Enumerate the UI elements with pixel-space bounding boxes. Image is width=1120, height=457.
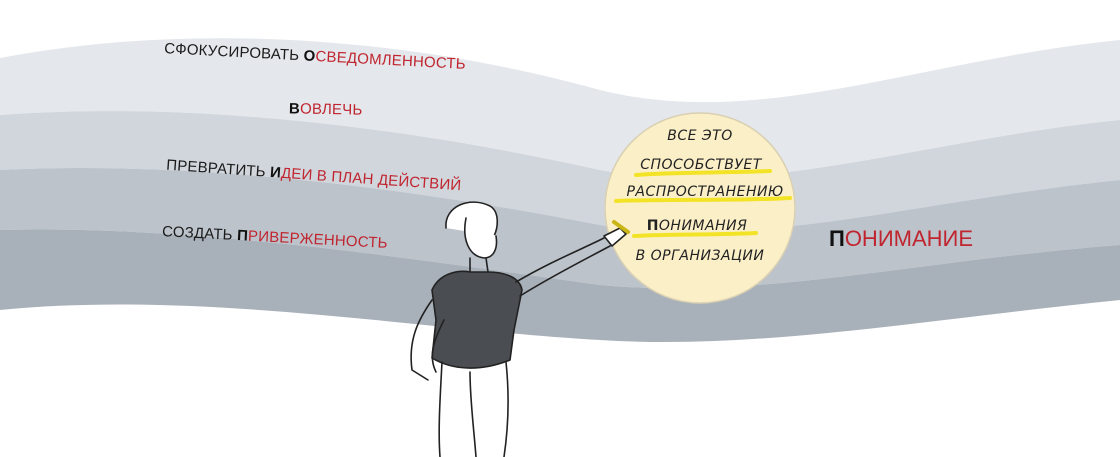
- band-engage: [0, 111, 1120, 232]
- bubble-highlights: [614, 169, 792, 238]
- band-ideas: [0, 168, 1120, 289]
- band-label-engage: ВОВЛЕЧЬ: [288, 100, 363, 119]
- band-focus: [0, 38, 1120, 179]
- bubble-line-1: ВСЕ ЭТО: [667, 128, 733, 144]
- bubble-line-3: РАСПРОСТРАНЕНИЮ: [626, 184, 784, 200]
- thought-bubble: [604, 112, 796, 304]
- result-word: ПОНИМАНИЕ: [829, 226, 973, 251]
- bubble-line-4: ПОНИМАНИЯ: [646, 218, 748, 234]
- bubble-line-2: СПОСОБСТВУЕТ: [640, 157, 762, 173]
- bubble-line-5: В ОРГАНИЗАЦИИ: [635, 248, 765, 264]
- bubble-key-letter: П: [646, 218, 659, 234]
- band-commitment: [0, 229, 1120, 342]
- woman-pointing-icon: [410, 201, 630, 457]
